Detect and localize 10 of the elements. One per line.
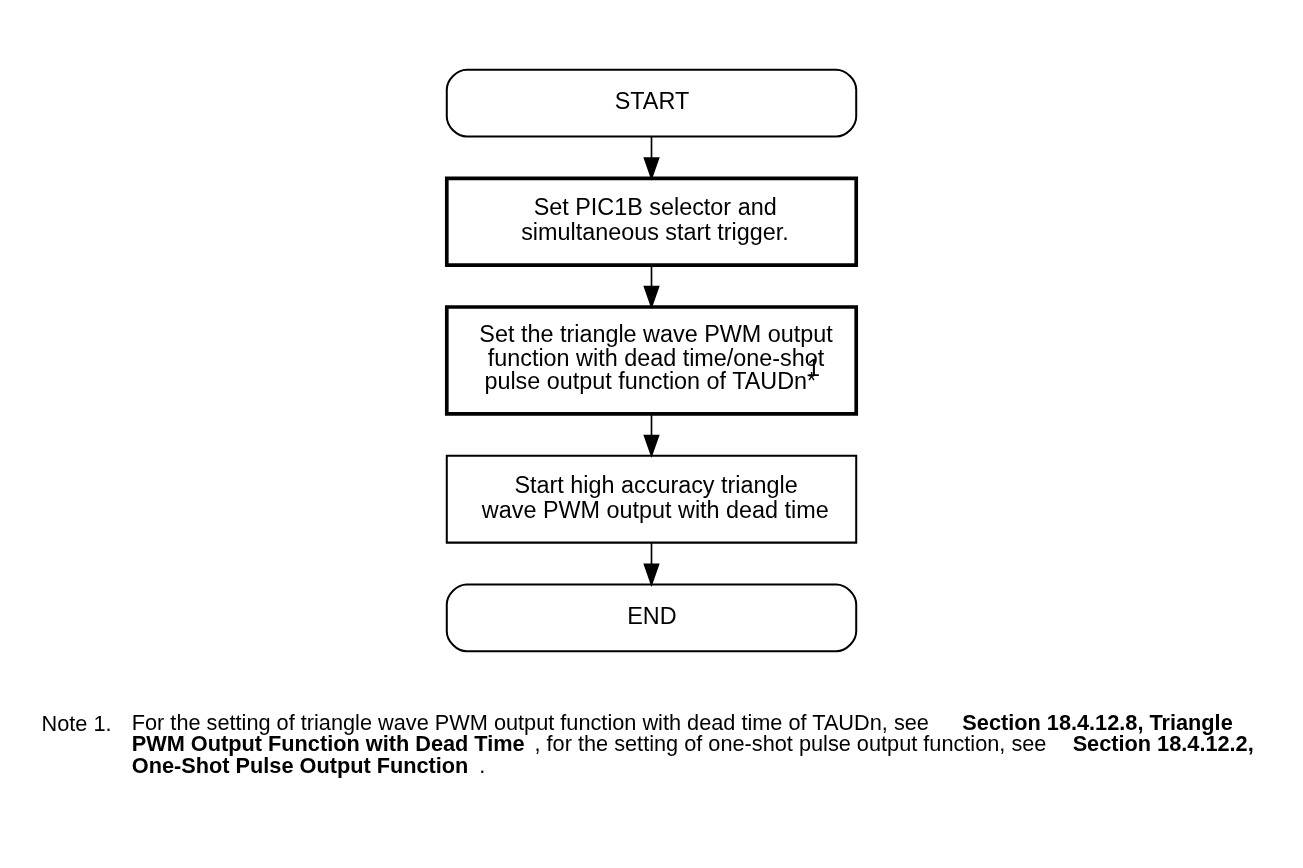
arrow (643, 542, 660, 587)
node-box: END (445, 583, 858, 653)
node-box: START (445, 68, 858, 138)
arrow (643, 264, 660, 310)
arrow (643, 136, 660, 181)
node-box: Start high accuracy triangle wave PWM output with dead time (445, 454, 858, 544)
node-box: Set PIC1B selector and simultaneous start trigger. (444, 176, 859, 268)
label: Note 1. (41, 711, 112, 737)
label: For the setting of triangle wave PWM output function with dead time of TAUDn, see Section 18.4.12.8, Triangle PWM Output Function with Dead Time, for the setting of one-shot pulse output function, see Section 18.4.12.2, One-Shot Pulse Output Function. (131, 709, 1254, 779)
arrow (643, 413, 660, 459)
